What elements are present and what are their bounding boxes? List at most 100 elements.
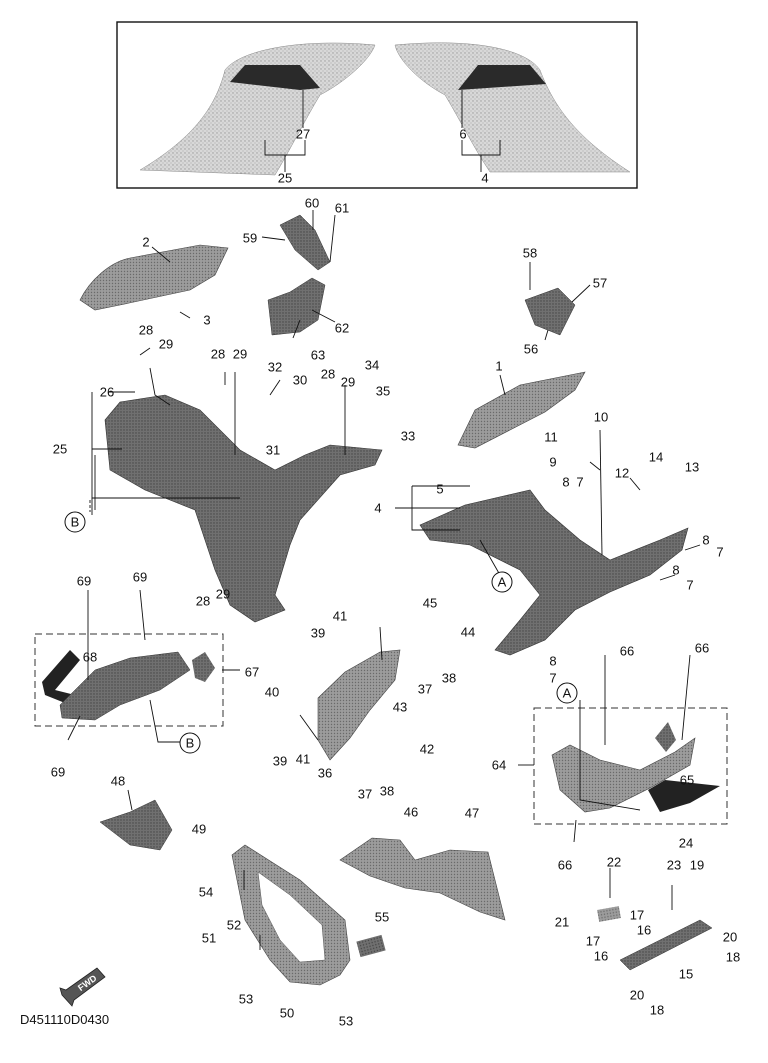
callout-8-b: 8 <box>702 532 710 548</box>
callout-29-c: 29 <box>340 374 356 390</box>
callout-8-c: 8 <box>672 562 680 578</box>
ref-label-b1: B <box>70 514 80 530</box>
ref-circle-b2 <box>179 732 201 754</box>
callout-10: 10 <box>593 409 609 425</box>
callout-69-b: 69 <box>132 569 148 585</box>
part-62-panel <box>267 277 326 336</box>
callout-21: 21 <box>554 914 570 930</box>
callout-2: 2 <box>142 234 150 250</box>
callout-53-b: 53 <box>338 1013 354 1029</box>
callout-69-a: 69 <box>76 573 92 589</box>
callout-45: 45 <box>422 595 438 611</box>
callout-49: 49 <box>191 821 207 837</box>
callout-13: 13 <box>684 459 700 475</box>
callout-39-a: 39 <box>310 625 326 641</box>
callout-41-a: 41 <box>332 608 348 624</box>
callout-28-b: 28 <box>210 346 226 362</box>
callout-31: 31 <box>265 442 281 458</box>
ref-circle-a1 <box>491 571 513 593</box>
callout-62: 62 <box>334 320 350 336</box>
callout-66-a: 66 <box>619 643 635 659</box>
callout-66-b: 66 <box>694 640 710 656</box>
callout-12: 12 <box>614 465 630 481</box>
part-46-panel <box>339 837 506 921</box>
callout-61: 61 <box>334 200 350 216</box>
part-68-trim <box>42 650 80 705</box>
stripe-decal-left <box>230 65 320 90</box>
callout-4: 4 <box>481 170 489 186</box>
callout-18-a: 18 <box>725 949 741 965</box>
callout-35: 35 <box>375 383 391 399</box>
callout-25: 25 <box>277 170 293 186</box>
inset-frame <box>116 21 638 189</box>
callout-36: 36 <box>317 765 333 781</box>
callout-69-c: 69 <box>50 764 66 780</box>
part-65-trim <box>648 780 720 812</box>
callout-68: 68 <box>82 649 98 665</box>
callout-54: 54 <box>198 884 214 900</box>
callout-14: 14 <box>648 449 664 465</box>
fwd-arrow-icon <box>59 967 106 1007</box>
callout-20-a: 20 <box>722 929 738 945</box>
callout-28-c: 28 <box>320 366 336 382</box>
callout-23: 23 <box>666 857 682 873</box>
ref-label-b2: B <box>185 735 195 751</box>
callout-38-b: 38 <box>379 783 395 799</box>
side-cowl-left-inset <box>139 42 376 176</box>
part-59-bracket <box>279 214 331 271</box>
callout-8-a: 8 <box>562 474 570 490</box>
callout-51: 51 <box>201 930 217 946</box>
part-2-cover <box>79 244 229 311</box>
callout-11: 11 <box>544 429 558 445</box>
callout-58: 58 <box>522 245 538 261</box>
part-48-bracket <box>99 799 173 851</box>
callout-53-a: 53 <box>238 991 254 1007</box>
callout-6: 6 <box>459 126 467 142</box>
callout-7-a: 7 <box>576 474 584 490</box>
callout-64: 64 <box>491 757 507 773</box>
callout-59: 59 <box>242 230 258 246</box>
callout-41-b: 41 <box>295 751 311 767</box>
callout-38-a: 38 <box>441 670 457 686</box>
callout-39-b: 39 <box>272 753 288 769</box>
callout-47: 47 <box>464 805 480 821</box>
callout-67: 67 <box>244 664 260 680</box>
callout-1: 1 <box>495 358 503 374</box>
callout-32: 32 <box>267 359 283 375</box>
part-56-bracket <box>524 287 576 336</box>
callout-46: 46 <box>403 804 419 820</box>
part-64-lower-cowl <box>551 737 696 813</box>
part-21-plate <box>597 906 621 922</box>
callout-17-a: 17 <box>629 907 645 923</box>
callout-16-b: 16 <box>593 948 609 964</box>
callout-26: 26 <box>99 384 115 400</box>
leader-lines <box>67 90 701 950</box>
callout-40: 40 <box>264 684 280 700</box>
callout-56: 56 <box>523 341 539 357</box>
stripe-decal-right <box>458 65 546 90</box>
callout-17-b: 17 <box>585 933 601 949</box>
callout-30: 30 <box>292 372 308 388</box>
part-25-left-cowl <box>104 394 383 623</box>
callout-66-c: 66 <box>557 857 573 873</box>
part-67-insert <box>192 652 215 682</box>
callout-42: 42 <box>419 741 435 757</box>
callout-57: 57 <box>592 275 608 291</box>
callout-29-b: 29 <box>232 346 248 362</box>
callout-7-c: 7 <box>686 577 694 593</box>
callout-22: 22 <box>606 854 622 870</box>
part-4-right-cowl <box>419 489 689 656</box>
callout-48: 48 <box>110 773 126 789</box>
callout-37-a: 37 <box>417 681 433 697</box>
ref-label-a1: A <box>497 574 507 590</box>
callout-63: 63 <box>310 347 326 363</box>
callout-33: 33 <box>400 428 416 444</box>
callout-25-b: 25 <box>52 441 68 457</box>
callout-37-b: 37 <box>357 786 373 802</box>
callout-55: 55 <box>374 909 390 925</box>
part-50-opening <box>257 871 326 963</box>
callout-27: 27 <box>295 126 311 142</box>
callout-8-d: 8 <box>549 653 557 669</box>
group-67-frame <box>34 633 224 727</box>
ref-circle-b1 <box>64 511 86 533</box>
